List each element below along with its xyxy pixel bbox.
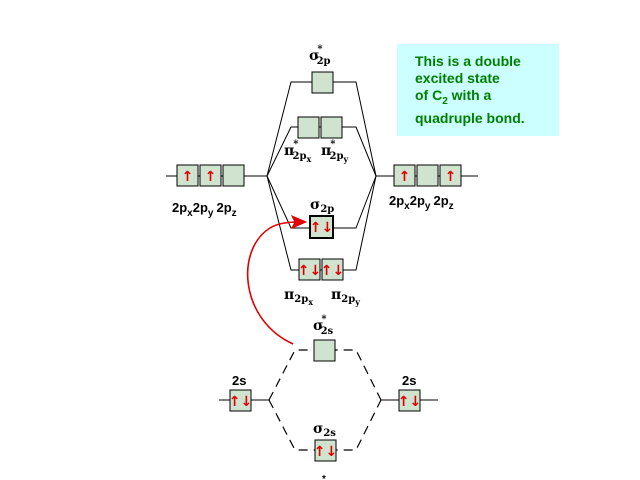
orbital-box bbox=[222, 164, 245, 187]
orbital-box bbox=[398, 389, 421, 412]
note-line-3: of C2 with a bbox=[415, 87, 492, 107]
electron-up: ↑ bbox=[182, 169, 194, 185]
orbital-box bbox=[313, 339, 336, 362]
ao-label: 2p bbox=[172, 200, 187, 215]
orbital-box bbox=[199, 164, 222, 187]
ao-2s-label: 2s bbox=[232, 373, 246, 388]
orbital-box bbox=[314, 439, 337, 462]
pi-2p: ↑↓ ↑↓ π2px π2py bbox=[284, 258, 360, 307]
orbital-box bbox=[311, 71, 334, 94]
left-2s: 2s ↑↓ bbox=[229, 373, 252, 412]
right-2p-orbitals: ↑ ↑ bbox=[393, 164, 462, 187]
orbital-box bbox=[416, 164, 439, 187]
sigma-star-2p-label: σ*2p bbox=[309, 44, 331, 67]
pi-2px-label: π2px bbox=[284, 287, 313, 307]
orbital-box bbox=[176, 164, 199, 187]
orbital-box bbox=[320, 116, 343, 139]
pi-star-2py-label: π*2py bbox=[321, 139, 348, 164]
sigma-2s: σ2s ↑↓ bbox=[313, 421, 337, 462]
right-2s: 2s ↑↓ bbox=[398, 373, 421, 412]
note-line-4: quadruple bond. bbox=[415, 109, 525, 126]
electron-pair: ↑↓ bbox=[229, 394, 252, 410]
pi-2py-label: π2py bbox=[331, 287, 360, 307]
pi-star-2p: π*2px π*2py bbox=[284, 116, 348, 164]
excitation-arrow bbox=[246, 215, 308, 345]
sigma-star-2p: σ*2p bbox=[309, 44, 334, 94]
sigma-2s-label: σ2s bbox=[313, 421, 336, 439]
orbital-box bbox=[297, 116, 320, 139]
orbital-box bbox=[229, 389, 252, 412]
pi-star-2px-label: π*2px bbox=[284, 139, 311, 164]
electron-pair: ↑↓ bbox=[298, 263, 321, 279]
orbital-box bbox=[309, 215, 334, 239]
ao-label: 2p bbox=[389, 193, 404, 208]
electron-up: ↑ bbox=[399, 169, 411, 185]
left-2p-orbitals: ↑ ↑ bbox=[176, 164, 245, 187]
electron-up: ↑ bbox=[445, 169, 457, 185]
note-line-1: This is a double bbox=[415, 53, 521, 69]
orbital-box bbox=[298, 258, 321, 281]
electron-pair: ↑↓ bbox=[321, 263, 344, 279]
orbital-box bbox=[439, 164, 462, 187]
electron-pair: ↑↓ bbox=[310, 220, 333, 236]
orbital-box bbox=[393, 164, 416, 187]
electron-pair: ↑↓ bbox=[314, 444, 337, 460]
note-box: This is a double excited state of C2 wit… bbox=[397, 44, 559, 136]
orbital-box bbox=[321, 258, 344, 281]
cropped-star: * bbox=[322, 474, 326, 480]
sigma-2p-label: σ2p bbox=[310, 197, 334, 215]
electron-up: ↑ bbox=[205, 169, 217, 185]
note-line-2: excited state bbox=[415, 70, 500, 86]
sigma-star-2s-label: σ*2s bbox=[313, 314, 334, 337]
sigma-2p: σ2p ↑↓ bbox=[309, 197, 334, 239]
electron-pair: ↑↓ bbox=[398, 394, 421, 410]
sigma-star-2s: σ*2s bbox=[313, 314, 336, 362]
ao-2s-label: 2s bbox=[402, 373, 416, 388]
